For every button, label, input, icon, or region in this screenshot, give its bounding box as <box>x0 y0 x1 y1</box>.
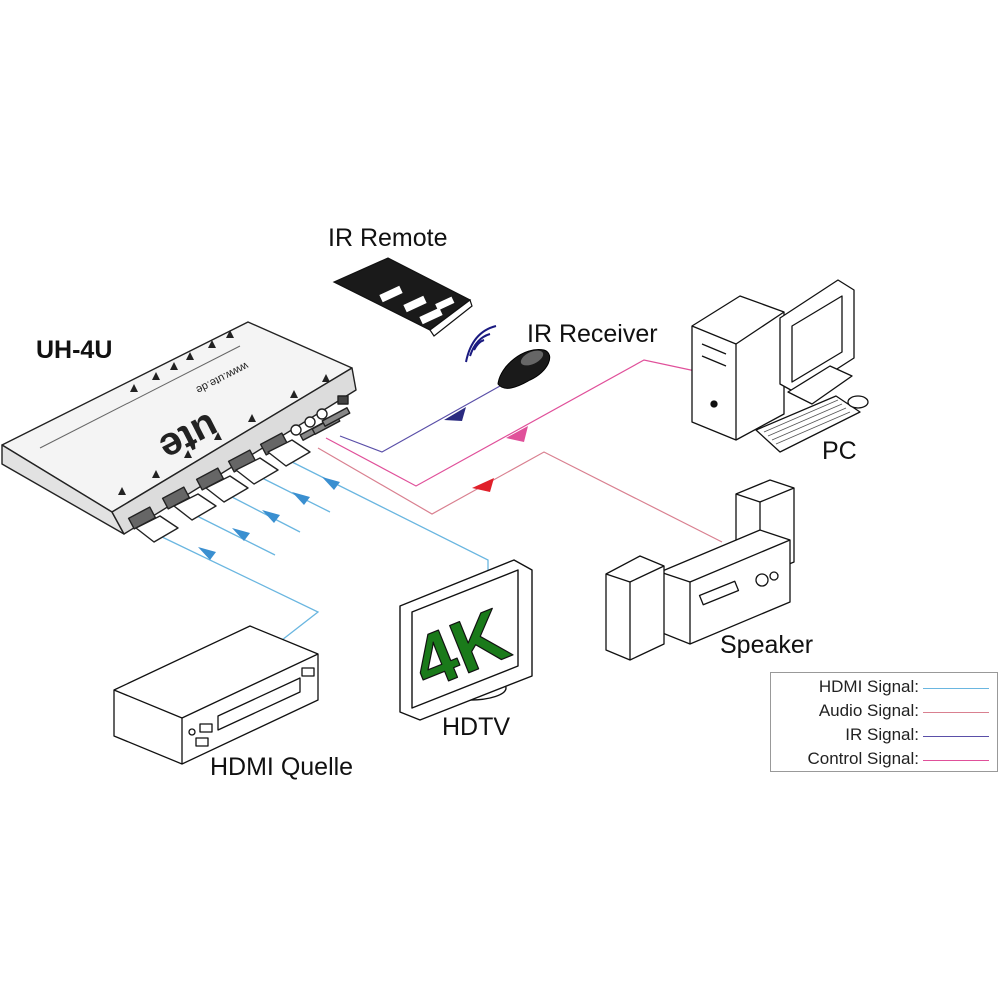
hdmi-input-line-3 <box>229 495 301 533</box>
ir-receiver-label: IR Receiver <box>527 320 658 348</box>
legend-label: Control Signal: <box>807 749 919 768</box>
legend-line <box>923 688 989 689</box>
hdmi-input-line-2 <box>194 514 276 556</box>
legend-item-control: Control Signal: <box>771 749 997 771</box>
legend-item-audio: Audio Signal: <box>771 701 997 723</box>
control-arrow <box>506 426 528 442</box>
audio-signal-line <box>317 447 723 543</box>
pc-label: PC <box>822 437 857 465</box>
legend-item-hdmi: HDMI Signal: <box>771 677 997 699</box>
pc-device <box>691 279 869 453</box>
legend-label: HDMI Signal: <box>818 677 919 696</box>
switch-label: UH-4U <box>36 336 113 364</box>
hdtv-label: HDTV <box>442 713 511 741</box>
legend-line <box>923 736 989 737</box>
signal-legend: HDMI Signal: Audio Signal: IR Signal: Co… <box>770 672 998 772</box>
legend-label: IR Signal: <box>845 725 919 744</box>
legend-line <box>923 760 989 761</box>
speaker-device <box>605 479 795 661</box>
speaker-label: Speaker <box>720 631 814 659</box>
ir-signal-line <box>339 385 501 453</box>
ir-arrow <box>444 407 466 421</box>
hdmi-source-label: HDMI Quelle <box>210 753 354 781</box>
ir-remote-device <box>332 257 473 337</box>
legend-line <box>923 712 989 713</box>
legend-label: Audio Signal: <box>818 701 919 720</box>
uh4u-switch: ute www.ute.de <box>1 321 357 543</box>
hdmi-source-device <box>113 625 319 765</box>
ir-receiver-device <box>497 349 551 389</box>
hdmi-signal-lines <box>159 461 489 641</box>
legend-item-ir: IR Signal: <box>771 725 997 747</box>
audio-arrow <box>472 478 494 492</box>
ir-remote-label: IR Remote <box>328 224 448 252</box>
hdmi-source-line <box>159 535 320 641</box>
hdtv-device: 4K <box>399 559 533 721</box>
hdmi-output-line <box>291 461 489 570</box>
ir-waves <box>465 325 497 363</box>
hdmi-arrows <box>198 477 340 560</box>
control-signal-line <box>325 359 701 487</box>
